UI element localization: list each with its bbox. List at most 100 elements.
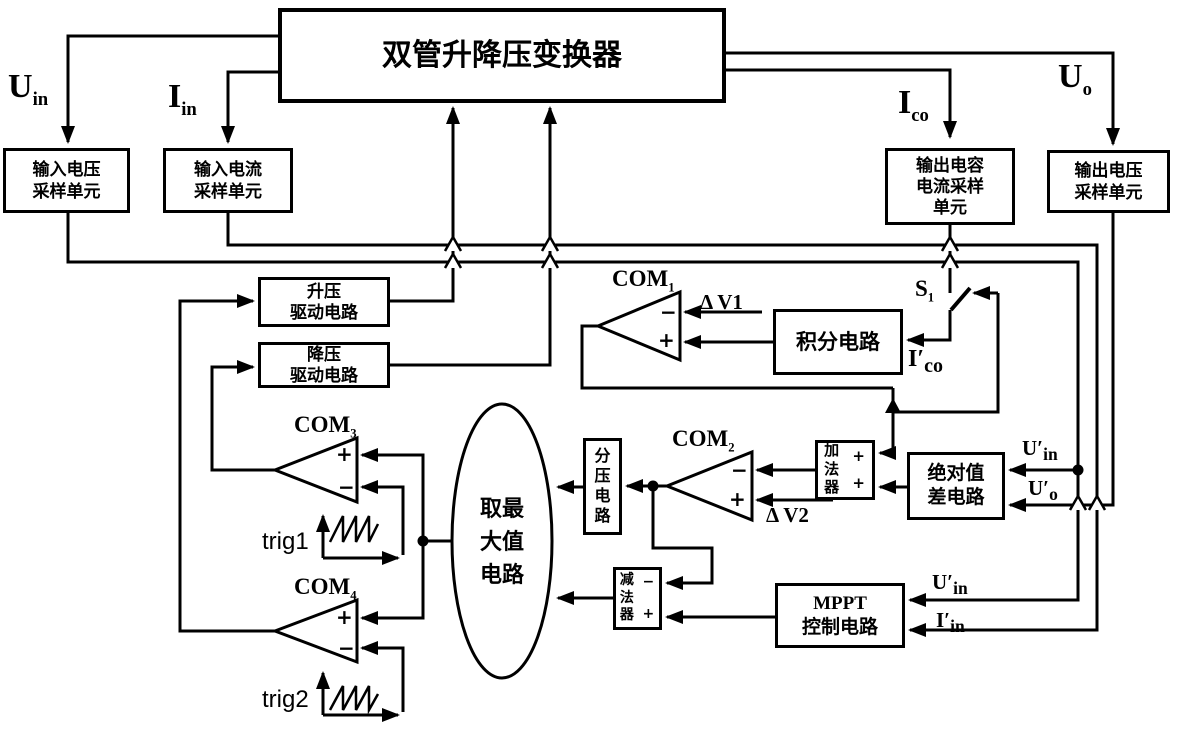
input-current-sampling-box: 输入电流 采样单元 (163, 148, 293, 213)
box-line: 大值 (479, 528, 524, 554)
trig2-sawtooth (328, 685, 380, 715)
subtractor-sign-top: − (642, 574, 655, 590)
box-line: 电流采样 (916, 176, 984, 196)
subtractor-signs: − + (640, 570, 656, 627)
boost-drive-box: 升压 驱动电路 (258, 277, 390, 327)
abs-diff-box: 绝对值 差电路 (907, 452, 1005, 520)
converter-label: 双管升降压变换器 (382, 38, 622, 72)
label-u-o-prime: U′o (1028, 476, 1058, 505)
wire-com1-to-adder (878, 388, 896, 460)
output-cap-current-sampling-box: 输出电容 电流采样 单元 (885, 148, 1015, 225)
label-u-in: Uin (8, 68, 49, 110)
box-line: 差电路 (927, 487, 985, 508)
com3-plus-sign: + (336, 442, 353, 466)
com4-minus-sign: − (338, 636, 355, 660)
junction-dot (1072, 464, 1084, 476)
mppt-box: MPPT 控制电路 (775, 583, 905, 648)
label-com2: COM2 (672, 426, 735, 455)
wire-s1-to-integrator (906, 310, 952, 347)
com3-minus-sign: − (338, 475, 355, 499)
label-i-in-prime: I′in (936, 608, 965, 637)
subtractor-label: 减法器 (619, 573, 634, 624)
box-line: 升压 (307, 281, 341, 301)
adder-sign-bottom: + (852, 474, 865, 493)
wire-buck-out (390, 106, 557, 367)
com1-plus-sign: + (658, 328, 675, 352)
box-line: 降压 (307, 344, 341, 364)
wire-uo-sample (1008, 212, 1115, 512)
box-line: 绝对值 (927, 463, 985, 485)
output-voltage-sampling-box: 输出电压 采样单元 (1047, 150, 1170, 213)
label-com3: COM3 (294, 412, 357, 441)
wire-boost-out (390, 106, 460, 303)
label-u-in-prime-top: U′in (1022, 436, 1058, 465)
box-line: 驱动电路 (290, 366, 358, 385)
label-com4: COM4 (294, 574, 357, 603)
wire-uin-bus (66, 212, 1080, 607)
label-com1: COM1 (612, 266, 675, 295)
box-line: 输入电压 (32, 160, 101, 180)
input-voltage-sampling-box: 输入电压 采样单元 (3, 148, 130, 213)
wire-com1-out (580, 324, 893, 390)
comparator-com2 (662, 449, 754, 523)
com1-minus-sign: − (660, 300, 677, 324)
max-selector-ellipse (450, 402, 554, 680)
buck-drive-box: 降压 驱动电路 (258, 342, 390, 388)
com4-plus-sign: + (336, 605, 353, 629)
com2-minus-sign: − (731, 458, 748, 482)
junction-dot (417, 535, 429, 547)
label-i-in: Iin (168, 78, 197, 120)
voltage-divider-box: 分压电路 (583, 438, 622, 535)
wire-trig2-to-com4 (360, 641, 405, 712)
subtractor-sign-bottom: + (642, 605, 655, 622)
comparator-com3 (270, 435, 359, 505)
label-s1: S1 (915, 276, 935, 305)
trig1-sawtooth (328, 515, 380, 543)
wire-iin-feed (221, 70, 278, 144)
junction-dot (647, 480, 659, 492)
converter-box: 双管升降压变换器 (278, 8, 726, 103)
label-delta-v1: Δ V1 (700, 290, 743, 314)
integrator-box: 积分电路 (773, 309, 903, 375)
box-line: 输出电压 (1074, 161, 1143, 181)
max-selector-label: 取最 大值 电路 (452, 404, 552, 678)
box-line: 驱动电路 (290, 303, 358, 322)
wire-trig1-to-com3 (360, 480, 405, 555)
box-line: 电路 (479, 561, 524, 587)
wire-ico-feed (726, 68, 957, 139)
wire-maxsel-to-com3 (360, 448, 425, 541)
label-u-in-prime-mppt: U′in (932, 570, 968, 599)
adder-sign-top: + (852, 447, 865, 465)
comparator-com4 (270, 597, 359, 665)
wire-com2-branch-subtractor (651, 486, 714, 590)
com2-plus-sign: + (729, 487, 746, 511)
label-trig2: trig2 (262, 686, 309, 713)
box-line: 采样单元 (194, 181, 262, 201)
box-line: 积分电路 (796, 329, 880, 354)
wire-uo-feed (726, 51, 1120, 146)
label-u-o: Uo (1058, 58, 1092, 100)
wire-maxsel-to-com4 (360, 541, 425, 625)
box-line: 采样单元 (1074, 182, 1143, 202)
adder-label: 加法器 (824, 442, 840, 497)
adder-box: 加法器 + + (815, 440, 875, 500)
subtractor-box: 减法器 − + (613, 567, 662, 630)
label-i-co-prime: I′co (908, 346, 943, 377)
label-trig1: trig1 (262, 528, 309, 555)
wire-uin-feed (61, 34, 278, 144)
wire-com4-to-boost (178, 294, 275, 633)
wire-com3-to-buck (210, 360, 275, 472)
label-i-co: Ico (898, 84, 929, 126)
box-line: 输出电容 (916, 155, 984, 175)
label-delta-v2: Δ V2 (766, 503, 809, 527)
wire-hops (443, 234, 1107, 511)
box-line: 取最 (479, 495, 524, 521)
switch-s1-blade (949, 286, 972, 312)
wire-iin-bus (226, 212, 1099, 637)
box-line: 采样单元 (32, 181, 101, 201)
comparator-com1 (594, 289, 682, 363)
box-line: 控制电路 (801, 616, 878, 638)
box-line: 单元 (933, 198, 967, 218)
